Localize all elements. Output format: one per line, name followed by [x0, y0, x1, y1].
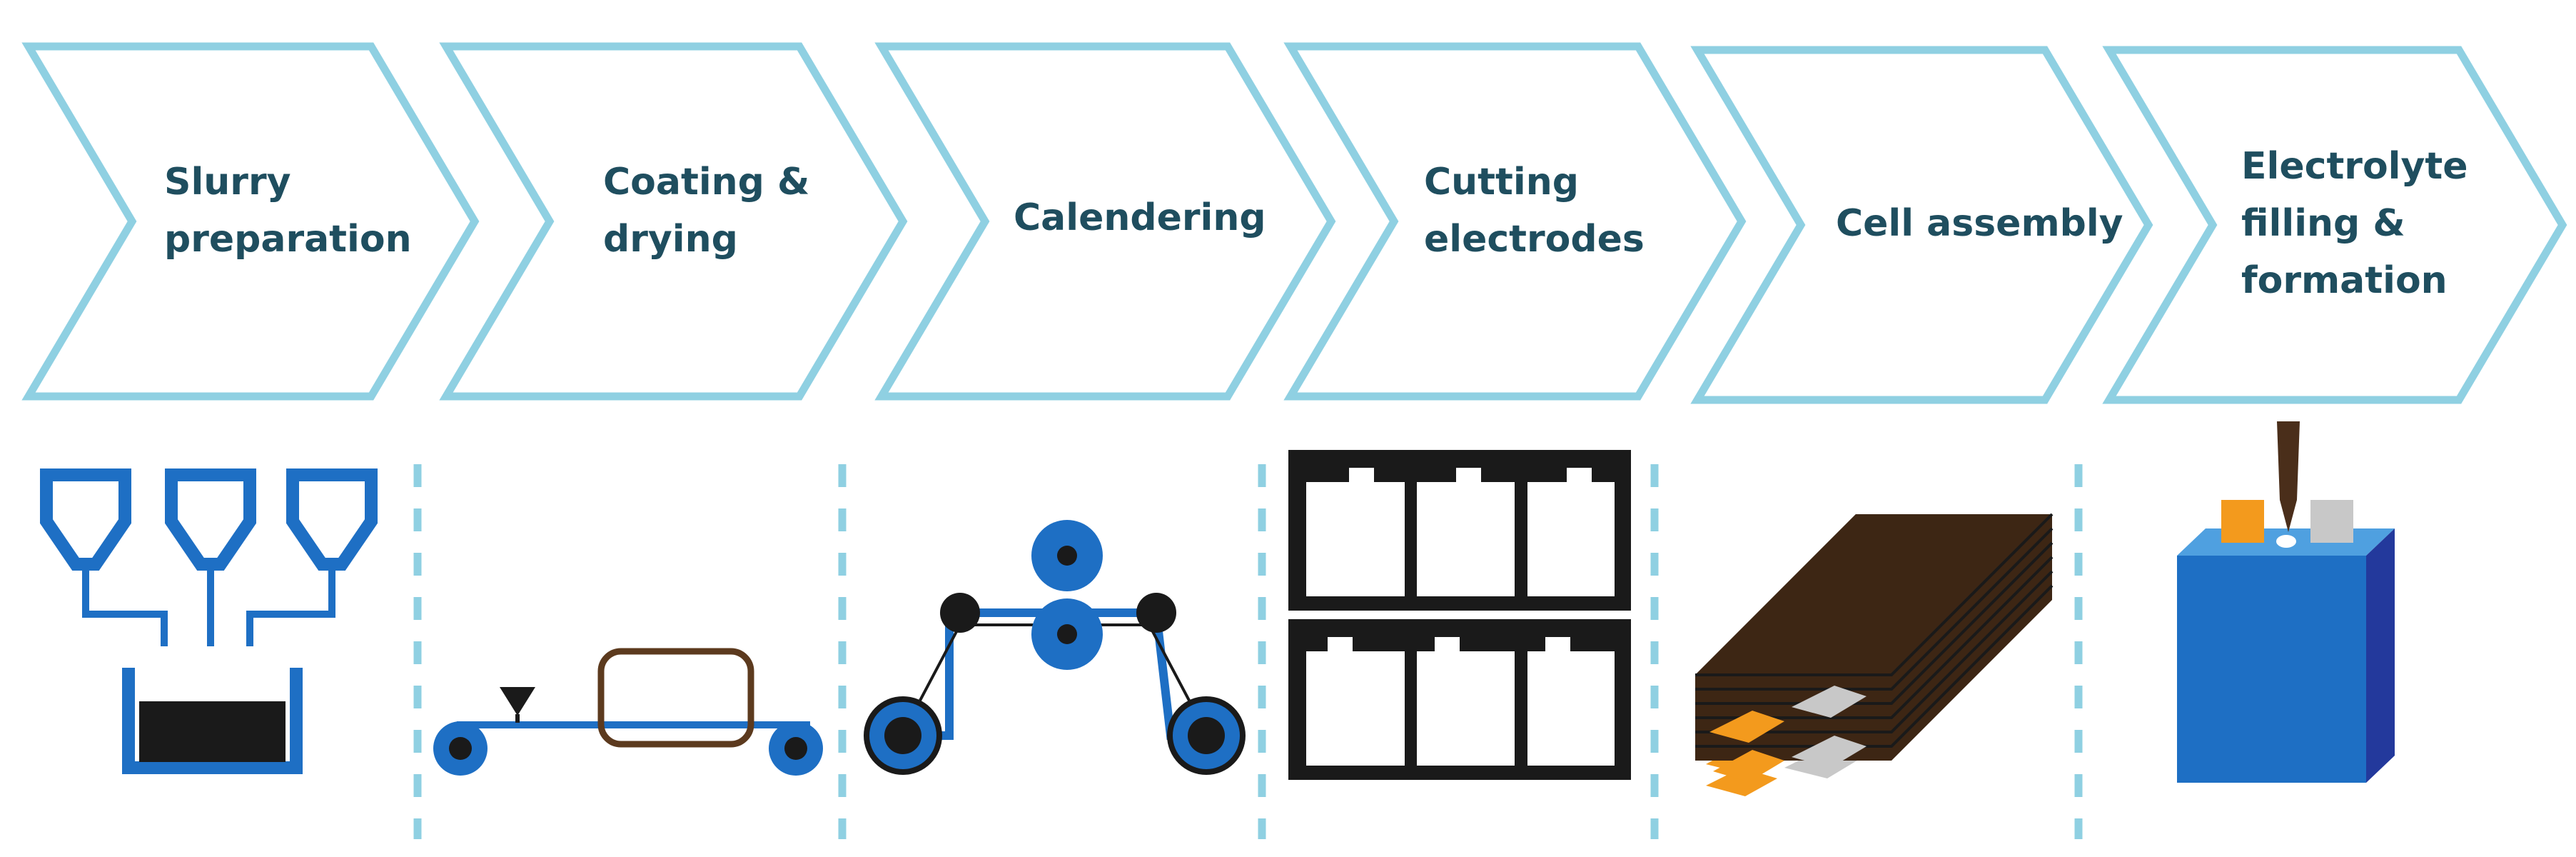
coating-dryer-icon	[433, 648, 823, 776]
electrolyte-filling-icon	[2177, 421, 2395, 783]
step-label-cell-assembly: Cell assembly	[1836, 202, 2123, 245]
step-label-line: Coating &	[603, 161, 809, 204]
step-label-line: Cutting	[1424, 161, 1579, 204]
electrode-stack-icon	[1695, 513, 2054, 796]
chevron-cutting-electrodes	[1283, 42, 1747, 401]
chevron-slurry-preparation	[21, 42, 480, 401]
step-label-cutting-electrodes: Cutting electrodes	[1424, 161, 1645, 261]
step-label-line: formation	[2241, 259, 2448, 302]
step-label-line: Cell assembly	[1836, 202, 2123, 245]
step-label-coating-drying: Coating & drying	[603, 161, 822, 261]
step-label-line: electrodes	[1424, 218, 1645, 261]
step-label-line: filling &	[2241, 202, 2405, 245]
step-label-line: preparation	[164, 218, 412, 261]
chevron-cell-assembly	[1690, 46, 2153, 404]
calender-rollers-icon	[864, 520, 1246, 775]
column-dividers	[413, 464, 2083, 839]
slurry-mixer-icon	[40, 468, 378, 774]
step-label-line: drying	[603, 218, 738, 261]
electrode-cutting-icon	[1288, 450, 1631, 780]
chevron-electrolyte-filling-formation	[2102, 46, 2567, 404]
step-labels: Slurry preparation Coating & drying Cale…	[164, 145, 2481, 302]
step-label-line: Electrolyte	[2241, 145, 2468, 188]
process-chevrons	[21, 42, 2567, 404]
step-label-electrolyte-filling-formation: Electrolyte filling & formation	[2241, 145, 2481, 302]
chevron-coating-drying	[439, 42, 908, 401]
chevron-calendering	[874, 42, 1336, 401]
step-label-line: Slurry	[164, 161, 291, 204]
step-label-line: Calendering	[1014, 196, 1266, 239]
step-label-slurry-preparation: Slurry preparation	[164, 161, 412, 261]
step-label-calendering: Calendering	[1014, 196, 1266, 239]
